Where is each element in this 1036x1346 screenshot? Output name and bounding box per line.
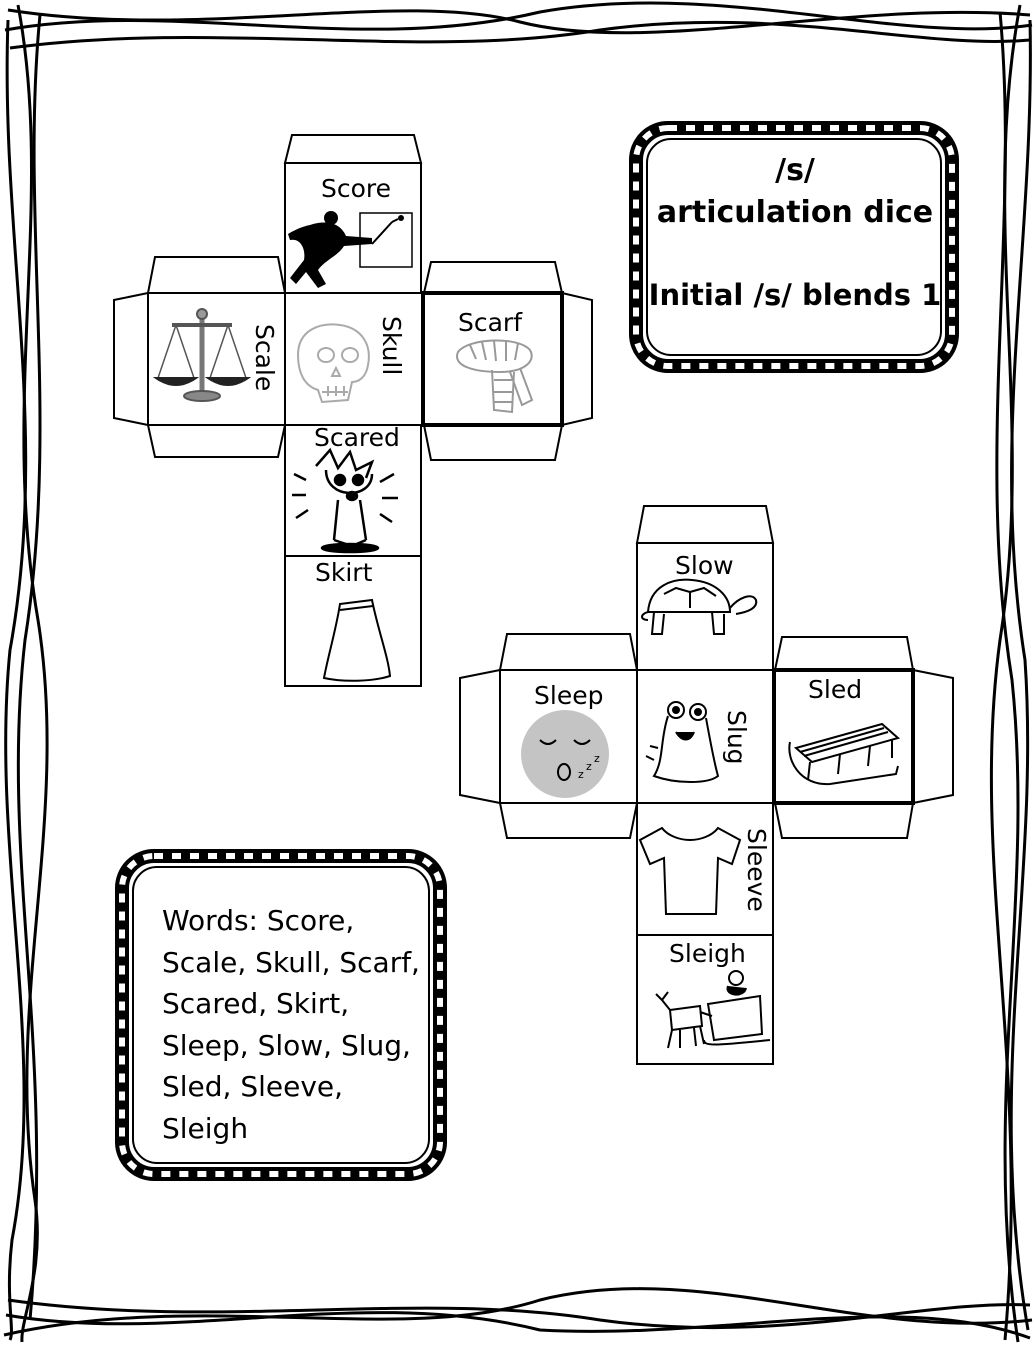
- turtle-icon: [641, 578, 758, 635]
- skirt-icon: [322, 598, 392, 682]
- scared-dog-icon: [292, 447, 398, 554]
- title-line-1: /s/: [775, 153, 815, 188]
- sled-icon: [788, 722, 901, 786]
- svg-text:z: z: [594, 752, 600, 765]
- die-1-face-scarf-label: Scarf: [458, 308, 523, 337]
- sleigh-icon: [655, 970, 771, 1049]
- title-line-3: Initial /s/ blends 1: [648, 278, 942, 312]
- word-list-frame: [115, 849, 447, 1181]
- die-1-face-skull-label: Skull: [377, 316, 406, 376]
- skull-icon: [296, 323, 370, 404]
- sleeping-face-icon: z z z: [521, 710, 609, 798]
- worksheet-title: /s/ articulation dice Initial /s/ blends…: [640, 150, 950, 316]
- scarf-icon: [456, 339, 534, 414]
- die-2-face-slug-label: Slug: [722, 710, 751, 765]
- wavy-border-decoration: [3, 1, 1033, 1343]
- die-2-face-sled-label: Sled: [808, 675, 863, 704]
- svg-text:z: z: [586, 760, 592, 773]
- balance-scale-icon: [152, 308, 252, 402]
- die-1-face-scale-label: Scale: [250, 324, 279, 392]
- soccer-player-icon: [288, 211, 413, 288]
- die-1-face-skirt-label: Skirt: [315, 558, 373, 587]
- word-list: Words: Score, Scale, Skull, Scarf, Scare…: [162, 904, 420, 1145]
- die-1-face-score-label: Score: [321, 174, 392, 203]
- slug-icon: [645, 701, 720, 783]
- die-2-face-sleeve-label: Sleeve: [742, 828, 771, 912]
- die-2-face-slow-label: Slow: [675, 551, 734, 580]
- die-1-face-scared-label: Scared: [314, 423, 400, 452]
- tshirt-icon: [638, 826, 742, 915]
- die-2-face-sleigh-label: Sleigh: [669, 939, 746, 968]
- title-frame: [629, 121, 959, 373]
- title-line-2: articulation dice: [656, 195, 934, 230]
- die-2-face-sleep-label: Sleep: [534, 681, 604, 710]
- svg-text:z: z: [578, 768, 584, 781]
